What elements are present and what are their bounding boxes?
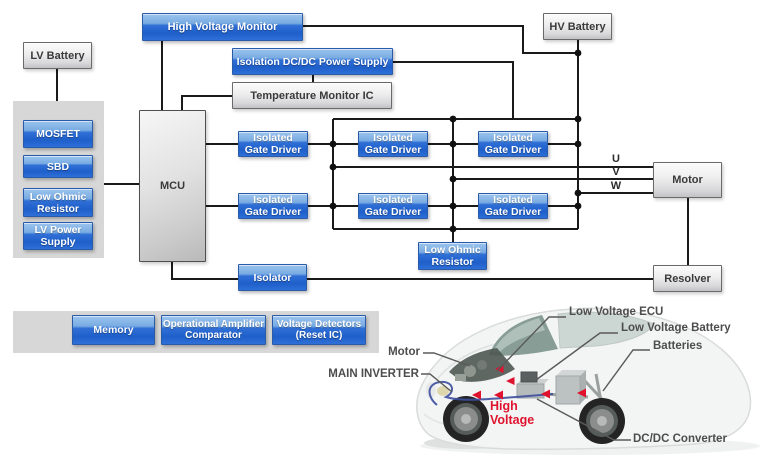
block-lv-battery: LV Battery (23, 42, 92, 69)
battery-pack (555, 370, 586, 405)
car-label-batteries: Batteries (653, 340, 703, 352)
low-ohmic-resistor-line2: Resistor (36, 202, 79, 215)
low-ohmic-resistor-mid-line2: Resistor (431, 256, 474, 268)
hv-cable (428, 380, 554, 406)
resolver-label: Resolver (664, 272, 711, 285)
car-illustration (416, 307, 760, 455)
low-ohmic-resistor-line1: Low Ohmic (29, 190, 87, 203)
gate-driver-line2: Gate Driver (364, 144, 422, 156)
motor-label: Motor (672, 174, 703, 186)
label-leader-lines (421, 316, 650, 441)
power-flow-arrows (472, 365, 586, 400)
car-label-low-voltage-ecu: Low Voltage ECU (569, 306, 664, 318)
gate-driver-line2: Gate Driver (244, 144, 302, 156)
car-label-low-voltage-battery: Low Voltage Battery (621, 322, 731, 334)
block-isolated-gate-driver-r2c1: Isolated Gate Driver (238, 193, 308, 219)
gate-driver-line2: Gate Driver (244, 206, 302, 218)
block-low-ohmic-resistor-mid: Low Ohmic Resistor (418, 242, 487, 270)
car-side-glass (557, 311, 655, 349)
voltage-detectors-line2: (Reset IC) (295, 330, 343, 341)
lv-power-supply-line1: LV Power (34, 224, 82, 236)
memory-label: Memory (93, 324, 134, 336)
front-wheel (443, 396, 489, 442)
block-high-voltage-monitor: High Voltage Monitor (142, 13, 303, 41)
mosfet-label: MOSFET (36, 128, 80, 140)
high-voltage-line1: High (490, 399, 518, 413)
car-label-motor: Motor (388, 346, 420, 358)
block-mcu: MCU (139, 110, 206, 262)
block-lv-power-supply: LV Power Supply (23, 222, 93, 250)
junction-dots (329, 49, 582, 233)
block-motor: Motor (653, 162, 722, 198)
ecu-box (520, 371, 538, 383)
block-isolated-gate-driver-r2c3: Isolated Gate Driver (478, 193, 548, 219)
gate-driver-line1: Isolated (373, 132, 413, 144)
gate-driver-line1: Isolated (253, 194, 293, 206)
gate-driver-line1: Isolated (493, 194, 533, 206)
gate-driver-line1: Isolated (373, 194, 413, 206)
car-label-main-inverter: MAIN INVERTER (328, 368, 419, 380)
block-hv-battery: HV Battery (543, 13, 612, 40)
rear-wheel (579, 398, 625, 444)
gate-driver-line2: Gate Driver (484, 206, 542, 218)
op-amp-line2: Comparator (185, 330, 242, 341)
phase-label-v: V (612, 166, 620, 178)
isolation-dcdc-label: Isolation DC/DC Power Supply (236, 55, 389, 68)
gate-driver-line2: Gate Driver (364, 206, 422, 218)
block-resolver: Resolver (653, 265, 722, 292)
hv-battery-label: HV Battery (549, 20, 606, 33)
block-op-amp-comparator: Operational Amplifier Comparator (161, 315, 266, 345)
block-isolation-dcdc-power-supply: Isolation DC/DC Power Supply (232, 48, 393, 75)
block-temperature-monitor-ic: Temperature Monitor IC (232, 82, 392, 109)
block-isolator: Isolator (238, 264, 307, 291)
block-isolated-gate-driver-r2c2: Isolated Gate Driver (358, 193, 428, 219)
isolator-label: Isolator (253, 271, 292, 284)
block-isolated-gate-driver-r1c2: Isolated Gate Driver (358, 131, 428, 157)
gate-driver-line2: Gate Driver (484, 144, 542, 156)
car-label-dcdc-converter: DC/DC Converter (633, 433, 727, 445)
block-isolated-gate-driver-r1c3: Isolated Gate Driver (478, 131, 548, 157)
lv-power-supply-line2: Supply (40, 236, 76, 248)
low-ohmic-resistor-mid-line1: Low Ohmic (424, 244, 481, 256)
temperature-monitor-ic-label: Temperature Monitor IC (250, 89, 374, 102)
mcu-label: MCU (159, 180, 186, 192)
phase-label-w: W (610, 180, 622, 192)
gate-driver-line1: Isolated (253, 132, 293, 144)
high-voltage-monitor-label: High Voltage Monitor (167, 21, 278, 33)
high-voltage-line2: Voltage (490, 412, 535, 427)
lv-battery-label: LV Battery (30, 49, 85, 62)
voltage-detectors-line1: Voltage Detectors (276, 318, 362, 330)
block-memory: Memory (72, 315, 155, 345)
block-isolated-gate-driver-r1c1: Isolated Gate Driver (238, 131, 308, 157)
op-amp-line1: Operational Amplifier (162, 318, 265, 330)
block-mosfet: MOSFET (23, 120, 93, 148)
gate-driver-line1: Isolated (493, 132, 533, 144)
block-voltage-detectors: Voltage Detectors (Reset IC) (272, 315, 366, 345)
block-low-ohmic-resistor-left: Low Ohmic Resistor (23, 188, 93, 217)
car-label-high-voltage: High Voltage (490, 399, 535, 427)
sbd-label: SBD (46, 160, 70, 173)
phase-label-u: U (612, 153, 620, 165)
block-sbd: SBD (23, 155, 93, 178)
